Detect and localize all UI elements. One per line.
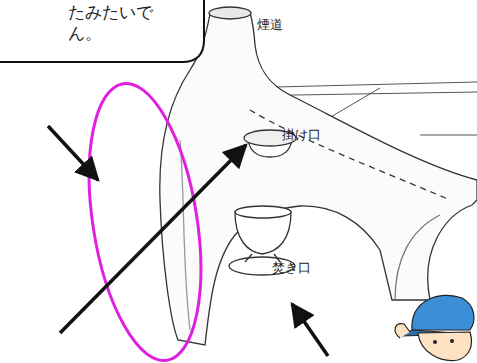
highlight-ellipse xyxy=(72,76,219,363)
guide-character xyxy=(395,295,474,360)
speech-bubble: たみたいで ん。 xyxy=(0,0,204,62)
kiln-body xyxy=(160,7,477,345)
part-name: 煙道 xyxy=(257,16,283,34)
leader-arrows xyxy=(48,126,328,356)
part-name: 掛け口 xyxy=(282,126,321,144)
bubble-text: たみたいで ん。 xyxy=(68,2,164,44)
part-name: 焚き口 xyxy=(272,259,311,277)
